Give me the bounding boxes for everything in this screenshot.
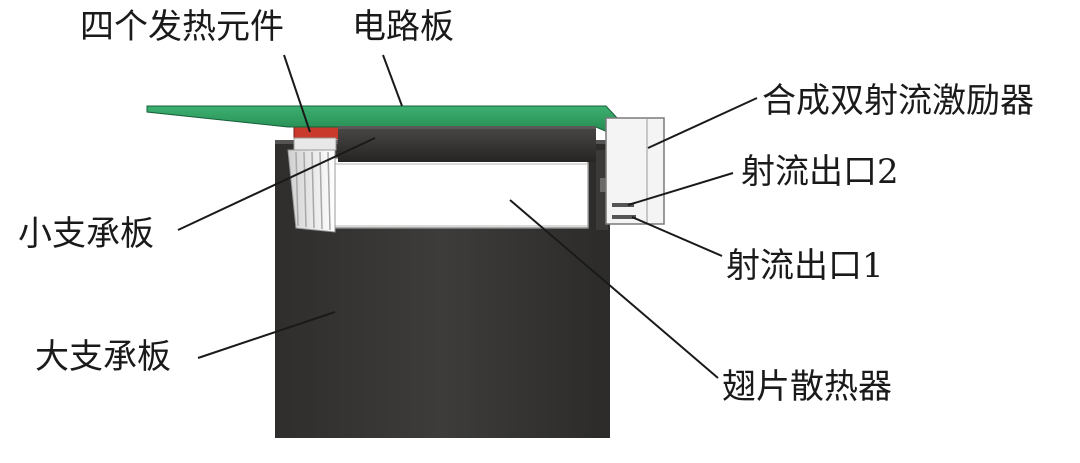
label-large-support-plate: 大支承板 (35, 337, 171, 377)
leader-fin-heat-sink (509, 199, 719, 379)
leader-jet-outlet-1 (631, 216, 723, 257)
label-fin-heat-sink: 翅片散热器 (722, 367, 892, 407)
heater-elements (293, 125, 341, 140)
jet-outlet-1-slot (612, 215, 636, 219)
small-support-plate (338, 126, 596, 162)
leader-circuit-board (382, 54, 403, 107)
label-heaters: 四个发热元件 (80, 7, 284, 47)
fin-heat-sink (287, 149, 589, 233)
label-synthetic-jet-actuator: 合成双射流激励器 (762, 81, 1034, 121)
heater-base (293, 137, 337, 151)
label-circuit-board: 电路板 (352, 7, 454, 47)
bracket-slot (600, 178, 606, 192)
label-jet-outlet-1: 射流出口1 (726, 246, 884, 286)
leader-small-plate (177, 137, 376, 231)
leader-heaters (283, 54, 311, 133)
leader-actuator (647, 97, 758, 149)
jet-outlet-2-slot (612, 203, 634, 207)
leader-jet-outlet-2 (627, 172, 734, 206)
label-small-support-plate: 小支承板 (18, 214, 154, 254)
synthetic-jet-actuator (605, 117, 665, 225)
label-jet-outlet-2: 射流出口2 (741, 152, 899, 192)
leader-large-plate (197, 311, 336, 359)
